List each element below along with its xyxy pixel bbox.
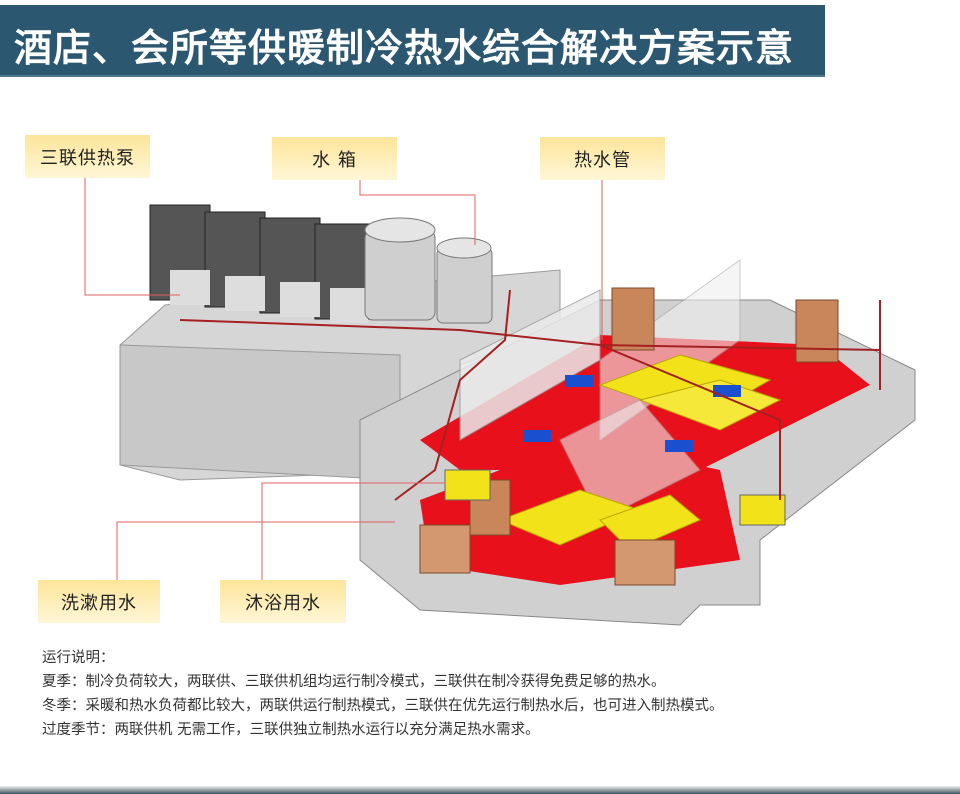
leader-lines [84,178,603,580]
hot-water-pipe [179,319,881,351]
label-heat-pump: 三联供热泵 [25,135,150,178]
label-water-tank: 水 箱 [272,137,397,180]
hot-water-pipe [599,344,781,500]
bed [638,379,782,431]
label-shower-water: 沐浴用水 [220,580,346,623]
fan-coil-unit [523,430,551,442]
bathtub [739,494,786,526]
notes-summer: 夏季：制冷负荷较大，两联供、三联供机组均运行制冷模式，三联供在制冷获得免费足够的… [42,674,666,690]
notes-winter: 冬季：采暖和热水负荷都比较大，两联供运行制热模式，三联供在优先运行制热水后，也可… [42,698,724,714]
title-banner: 酒店、会所等供暖制冷热水综合解决方案示意 [0,5,825,77]
bottom-divider [0,786,960,794]
building-diagram [84,178,916,626]
cabinet [419,524,471,574]
hot-water-pipe [394,289,511,501]
fan-coil-unit [665,440,693,452]
cabinet [614,539,676,586]
label-washing-water: 洗漱用水 [38,580,160,623]
fan-coil-unit [565,375,593,387]
label-hot-water-pipe: 热水管 [540,137,665,180]
cabinet [795,299,839,363]
heat-pump-units [149,204,371,323]
notes-heading: 运行说明： [42,650,115,666]
page-title: 酒店、会所等供暖制冷热水综合解决方案示意 [14,26,795,70]
operation-notes: 运行说明： 夏季：制冷负荷较大，两联供、三联供机组均运行制冷模式，三联供在制冷获… [42,646,724,742]
bathtub [444,469,491,501]
fan-coil-unit [713,385,741,397]
water-tanks [364,217,493,324]
platform-front [119,344,401,481]
cabinet [611,287,655,351]
notes-transition: 过度季节：两联供机 无需工作，三联供独立制热水运行以充分满足热水需求。 [42,722,540,738]
